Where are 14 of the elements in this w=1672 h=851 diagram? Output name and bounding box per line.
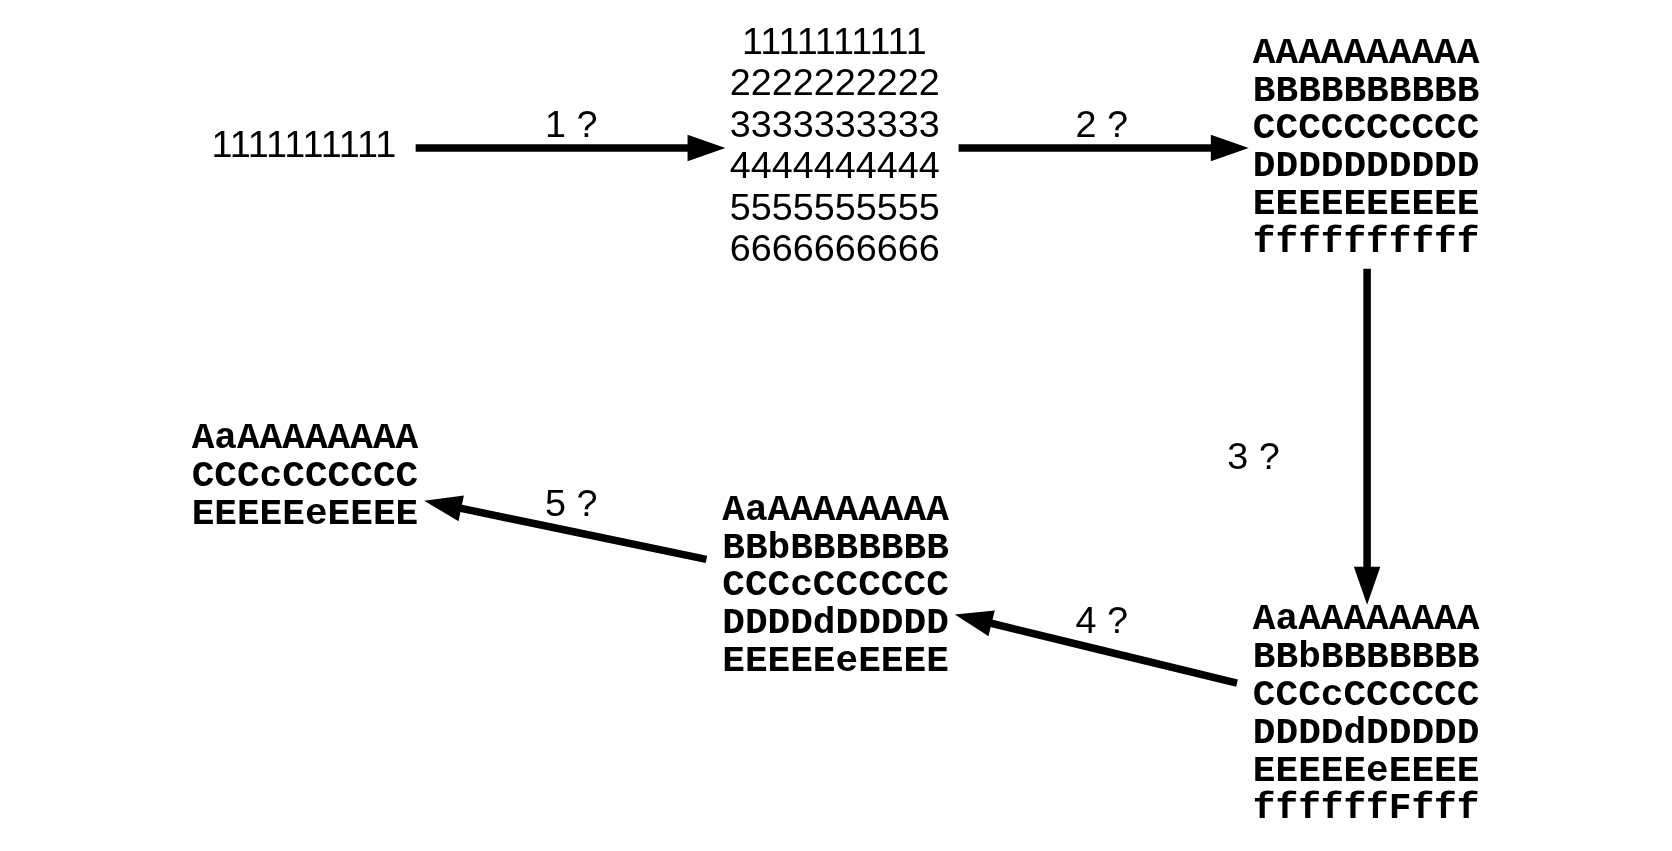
edge-label: 2 ? xyxy=(1075,102,1128,145)
arrow xyxy=(954,610,1238,687)
node-text: 1111111111 2222222222 3333333333 4444444444 5555555555 6666666666 xyxy=(729,19,940,270)
arrow xyxy=(1353,268,1380,605)
edge-label: 4 ? xyxy=(1075,599,1128,642)
edge-label: 1 ? xyxy=(544,102,597,145)
node-text: AAAAAAAAAA BBBBBBBBBB CCCCCCCCCC DDDDDDDDDD EEEEEEEEEE ffffffffff xyxy=(1252,31,1479,263)
node-text: AaAAAAAAAA BBbBBBBBBB CCCcCCCCCC DDDDdDDDDD EEEEEeEEEE xyxy=(721,488,949,682)
node-text: 1111111111 xyxy=(210,123,396,166)
node-text: AaAAAAAAAA CCCcCCCCCC EEEEEeEEEE xyxy=(191,417,418,535)
arrow xyxy=(423,495,707,564)
edge-label: 3 ? xyxy=(1226,435,1280,478)
edge-label: 5 ? xyxy=(544,482,597,525)
node-text: AaAAAAAAAA BBbBBBBBBB CCCcCCCCCC DDDDdDDDDD EEEEEeEEEE ffffffFfff xyxy=(1252,598,1479,830)
